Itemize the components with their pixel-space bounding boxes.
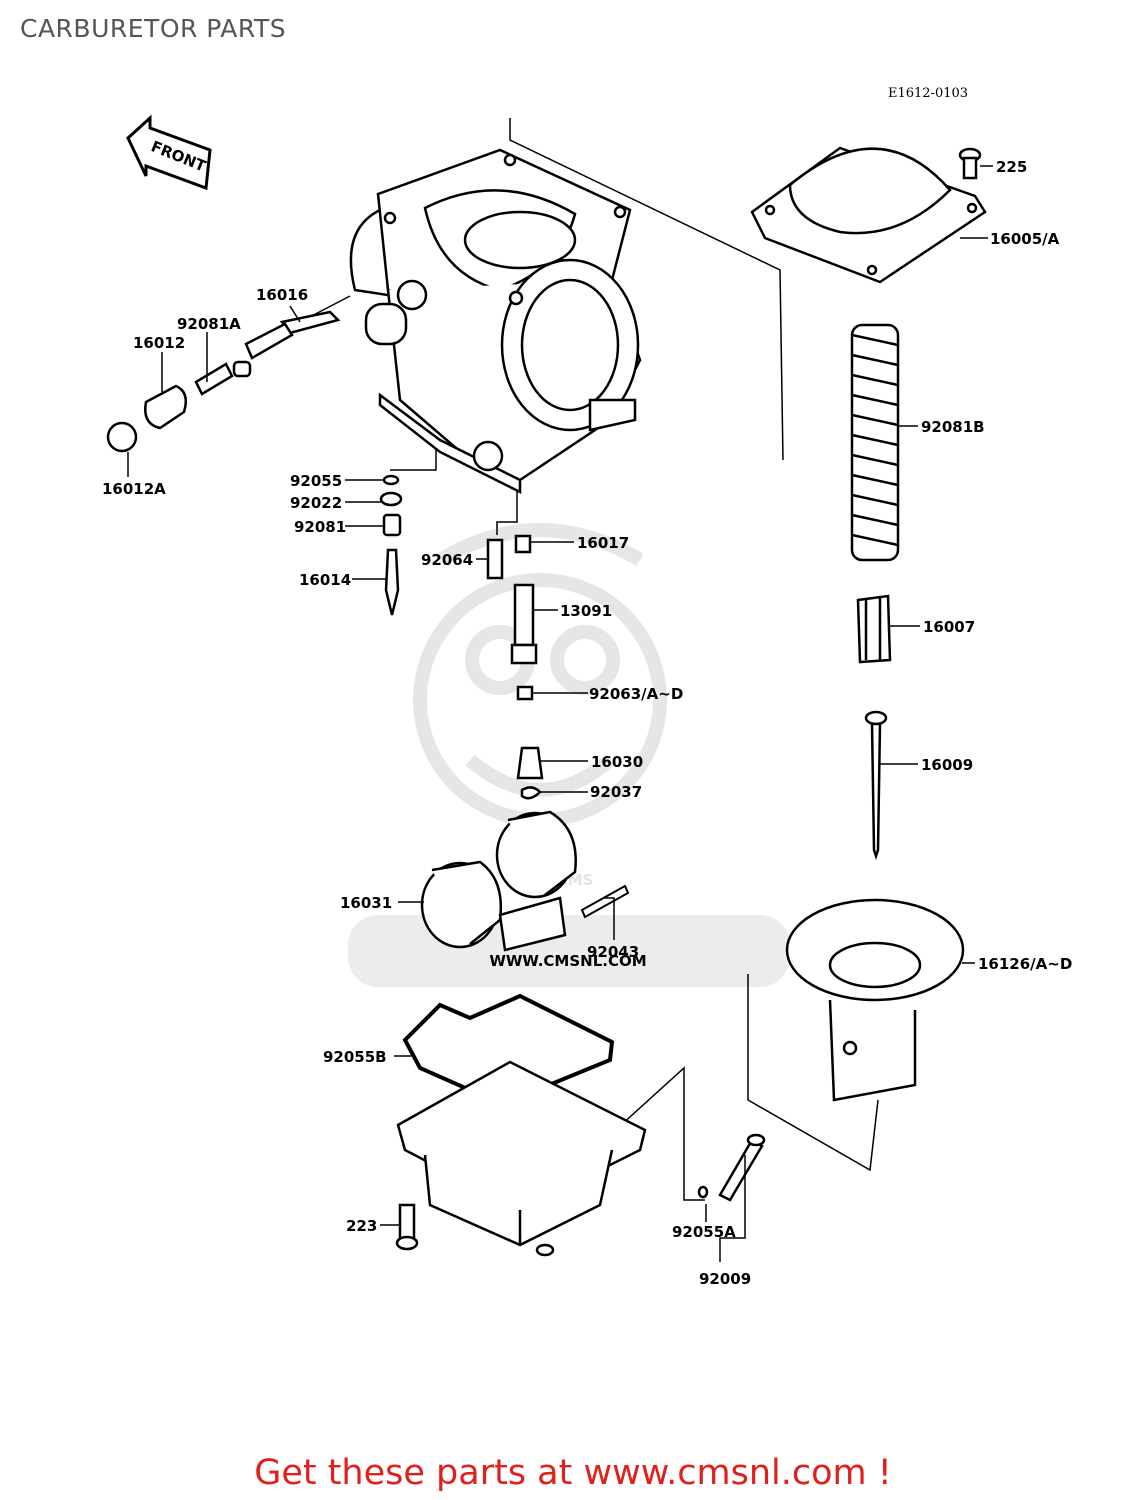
part-label-92037: 92037 — [590, 783, 642, 801]
float-bowl-icon — [396, 1060, 647, 1257]
part-label-92055b: 92055B — [323, 1048, 387, 1066]
part-label-225: 225 — [996, 158, 1027, 176]
part-label-13091: 13091 — [560, 602, 612, 620]
part-labels: 225 16005/A 16016 92081A 16012 16012A 92… — [102, 158, 1072, 1288]
part-label-92022: 92022 — [290, 494, 342, 512]
part-label-16016: 16016 — [256, 286, 308, 304]
part-label-16017: 16017 — [577, 534, 629, 552]
part-label-16005: 16005/A — [990, 230, 1060, 248]
screw-225-icon — [958, 147, 982, 180]
part-label-92043: 92043 — [587, 943, 639, 961]
watermark-url: WWW.CMSNL.COM — [489, 952, 646, 970]
part-label-16030: 16030 — [591, 753, 643, 771]
drain-screw-icon — [697, 1133, 766, 1202]
watermark-url-pill — [348, 915, 790, 987]
screw-223-icon — [395, 1203, 419, 1251]
carburetor-body — [349, 148, 642, 495]
part-label-92081b: 92081B — [921, 418, 985, 436]
reference-code: E1612-0103 — [888, 86, 968, 101]
part-label-16012a: 16012A — [102, 480, 166, 498]
top-cover-icon — [750, 146, 987, 284]
part-label-92009: 92009 — [699, 1270, 751, 1288]
jet-needle-icon — [864, 710, 888, 860]
part-label-16126: 16126/A~D — [978, 955, 1072, 973]
part-label-16012: 16012 — [133, 334, 185, 352]
float-bowl-gasket-icon — [402, 993, 615, 1108]
promo-banner-link[interactable]: Get these parts at www.cmsnl.com ! — [254, 1453, 892, 1493]
part-label-16007: 16007 — [923, 618, 975, 636]
part-label-92064: 92064 — [421, 551, 473, 569]
watermark: CMS WWW.CMSNL.COM — [348, 523, 790, 987]
page-title: CARBURETOR PARTS — [20, 14, 287, 43]
spring-92081b-icon — [850, 323, 900, 562]
part-label-92055a: 92055A — [672, 1223, 736, 1241]
part-label-223: 223 — [346, 1217, 377, 1235]
vacuum-piston-icon — [785, 898, 965, 1102]
part-label-16009: 16009 — [921, 756, 973, 774]
part-label-92063: 92063/A~D — [589, 685, 683, 703]
float-pin-icon — [580, 884, 630, 919]
needle-holder-icon — [856, 594, 892, 664]
part-label-16014: 16014 — [299, 571, 351, 589]
part-label-16031: 16031 — [340, 894, 392, 912]
part-label-92081a: 92081A — [177, 315, 241, 333]
front-arrow-icon: FRONT — [126, 114, 212, 191]
small-parts-icons — [379, 474, 544, 800]
part-label-92055: 92055 — [290, 472, 342, 490]
float-icon — [420, 810, 577, 952]
part-label-92081: 92081 — [294, 518, 346, 536]
pilot-screw-assembly-icon — [106, 310, 341, 453]
leader-lines — [127, 165, 993, 1262]
